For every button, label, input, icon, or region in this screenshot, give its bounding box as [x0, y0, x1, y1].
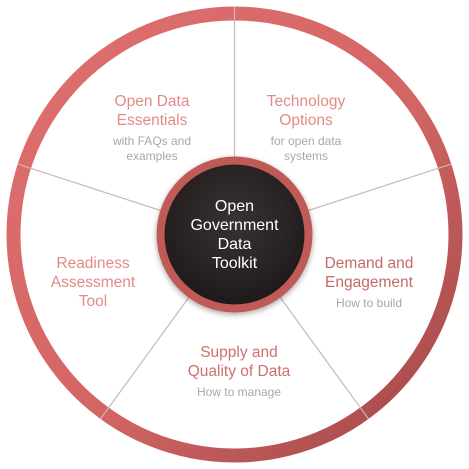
divider-line	[99, 292, 193, 420]
segment-subtitle-line: for open data	[271, 134, 342, 148]
segment-subtitle-line: examples	[126, 149, 177, 163]
hub-disc[interactable]	[164, 164, 305, 305]
hub-title-line: Data	[218, 236, 252, 253]
segment-title-line: Demand and	[325, 255, 414, 272]
segment-subtitle-line: How to manage	[197, 385, 281, 399]
segment-subtitle-line: with FAQs and	[112, 134, 191, 148]
segment-title-line: Open Data	[115, 93, 190, 110]
hub-title-line: Toolkit	[212, 255, 258, 272]
segment-title-line: Supply and	[200, 344, 278, 361]
segment-title-line: Options	[279, 112, 333, 129]
segment-title-line: Quality of Data	[188, 363, 291, 380]
segment-title-line: Engagement	[325, 274, 414, 291]
segment-title-line: Tool	[79, 293, 107, 310]
divider-line	[17, 163, 167, 213]
segment-subtitle-line: systems	[284, 149, 328, 163]
hub-title-line: Government	[190, 217, 279, 234]
divider-line	[302, 163, 452, 213]
hub-title-line: Open	[215, 198, 254, 215]
segment-title-line: Technology	[267, 93, 346, 110]
segment-title-line: Essentials	[117, 112, 188, 129]
segment-title-line: Readiness	[56, 255, 129, 272]
segment-dividers	[17, 6, 452, 420]
segment-title-line: Assessment	[51, 274, 136, 291]
divider-line	[276, 292, 370, 420]
segment-subtitle-line: How to build	[336, 296, 402, 310]
